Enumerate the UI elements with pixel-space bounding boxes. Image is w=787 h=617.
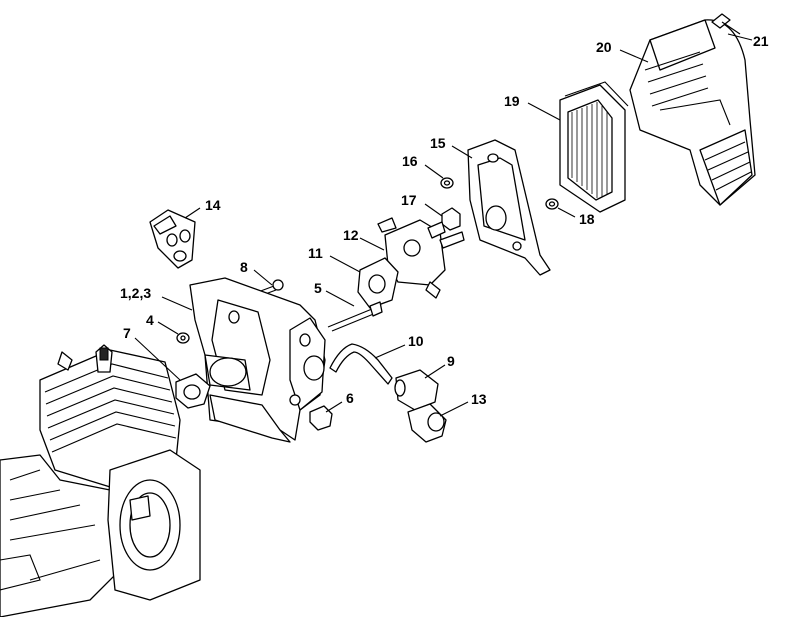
callout-16: 16: [402, 153, 418, 169]
engine-cylinder-crankcase: [0, 344, 201, 617]
part-14-intake-fitting: [149, 209, 196, 269]
callout-6: 6: [346, 390, 354, 406]
callout-18: 18: [579, 211, 595, 227]
part-15-base-plate: [467, 139, 551, 276]
part-13-knob: [407, 403, 447, 443]
part-6-clip: [309, 405, 333, 431]
part-21-screw: [711, 13, 741, 35]
part-17-grommet: [441, 207, 461, 231]
part-1-2-3-intake-housing: [189, 277, 326, 443]
callout-13: 13: [471, 391, 487, 407]
callout-19: 19: [504, 93, 520, 109]
callout-11: 11: [308, 245, 323, 261]
part-9-primer-bulb: [394, 369, 439, 411]
callout-8: 8: [240, 259, 248, 275]
callout-10: 10: [408, 333, 424, 349]
part-11-gasket: [357, 257, 399, 309]
callout-21: 21: [753, 33, 769, 49]
callout-14: 14: [205, 197, 221, 213]
callout-5: 5: [314, 280, 322, 296]
part-5-screw: [327, 301, 383, 332]
part-18-nut: [545, 198, 559, 210]
callout-labels: 20 21 19 15 16 17 18 14 12 11 8 5 1,2,3 …: [120, 33, 769, 407]
part-12-carburetor: [377, 217, 465, 299]
callout-17: 17: [401, 192, 417, 208]
part-7-boot: [175, 373, 211, 409]
part-10-fuel-hose: [329, 343, 393, 385]
callout-1-2-3: 1,2,3: [120, 285, 151, 301]
callout-20: 20: [596, 39, 612, 55]
callout-9: 9: [447, 353, 455, 369]
callout-12: 12: [343, 227, 359, 243]
callout-15: 15: [430, 135, 446, 151]
leader-lines: [134, 33, 753, 417]
part-20-filter-cover: [629, 19, 756, 206]
callout-4: 4: [146, 312, 154, 328]
part-16-nut: [440, 177, 454, 189]
part-4-washer: [176, 332, 190, 344]
callout-7: 7: [123, 325, 131, 341]
part-19-air-filter: [559, 81, 629, 213]
